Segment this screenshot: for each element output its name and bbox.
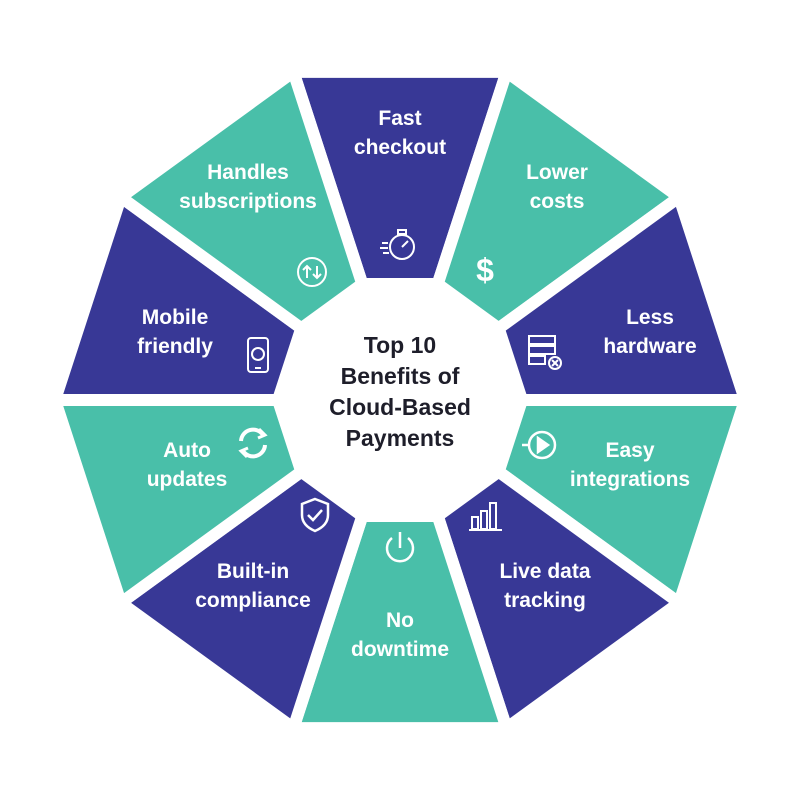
center-title: Top 10 Benefits of Cloud-Based Payments — [329, 332, 471, 451]
refresh-icon — [238, 427, 268, 459]
server-icon — [528, 335, 562, 370]
smartphone-icon — [247, 337, 269, 373]
segment-label-live-data-tracking: Live data tracking — [499, 560, 591, 612]
bar-chart-icon — [469, 502, 502, 531]
sync-arrows-icon — [297, 257, 327, 287]
svg-text:$: $ — [476, 252, 494, 288]
segment-label-easy-integrations: Easy integrations — [569, 439, 691, 491]
segment-label-no-downtime: No downtime — [351, 609, 449, 661]
segment-label-less-hardware: Less hardware — [603, 306, 697, 358]
shield-check-icon — [300, 497, 330, 533]
segment-label-lower-costs: Lower costs — [526, 161, 588, 213]
segment-handles-subscriptions — [114, 65, 369, 335]
power-icon — [385, 532, 415, 563]
segment-label-handles-subscriptions: Handles subscriptions — [179, 161, 317, 213]
dollar-icon: $ — [476, 252, 494, 288]
play-circle-icon — [522, 430, 557, 460]
segment-label-built-in-compliance: Built-in compliance — [195, 560, 311, 612]
segment-label-auto-updates: Auto updates — [146, 439, 228, 491]
segment-label-fast-checkout: Fast checkout — [353, 107, 447, 159]
segment-label-mobile-friendly: Mobile friendly — [137, 306, 213, 358]
stopwatch-icon — [380, 229, 415, 260]
